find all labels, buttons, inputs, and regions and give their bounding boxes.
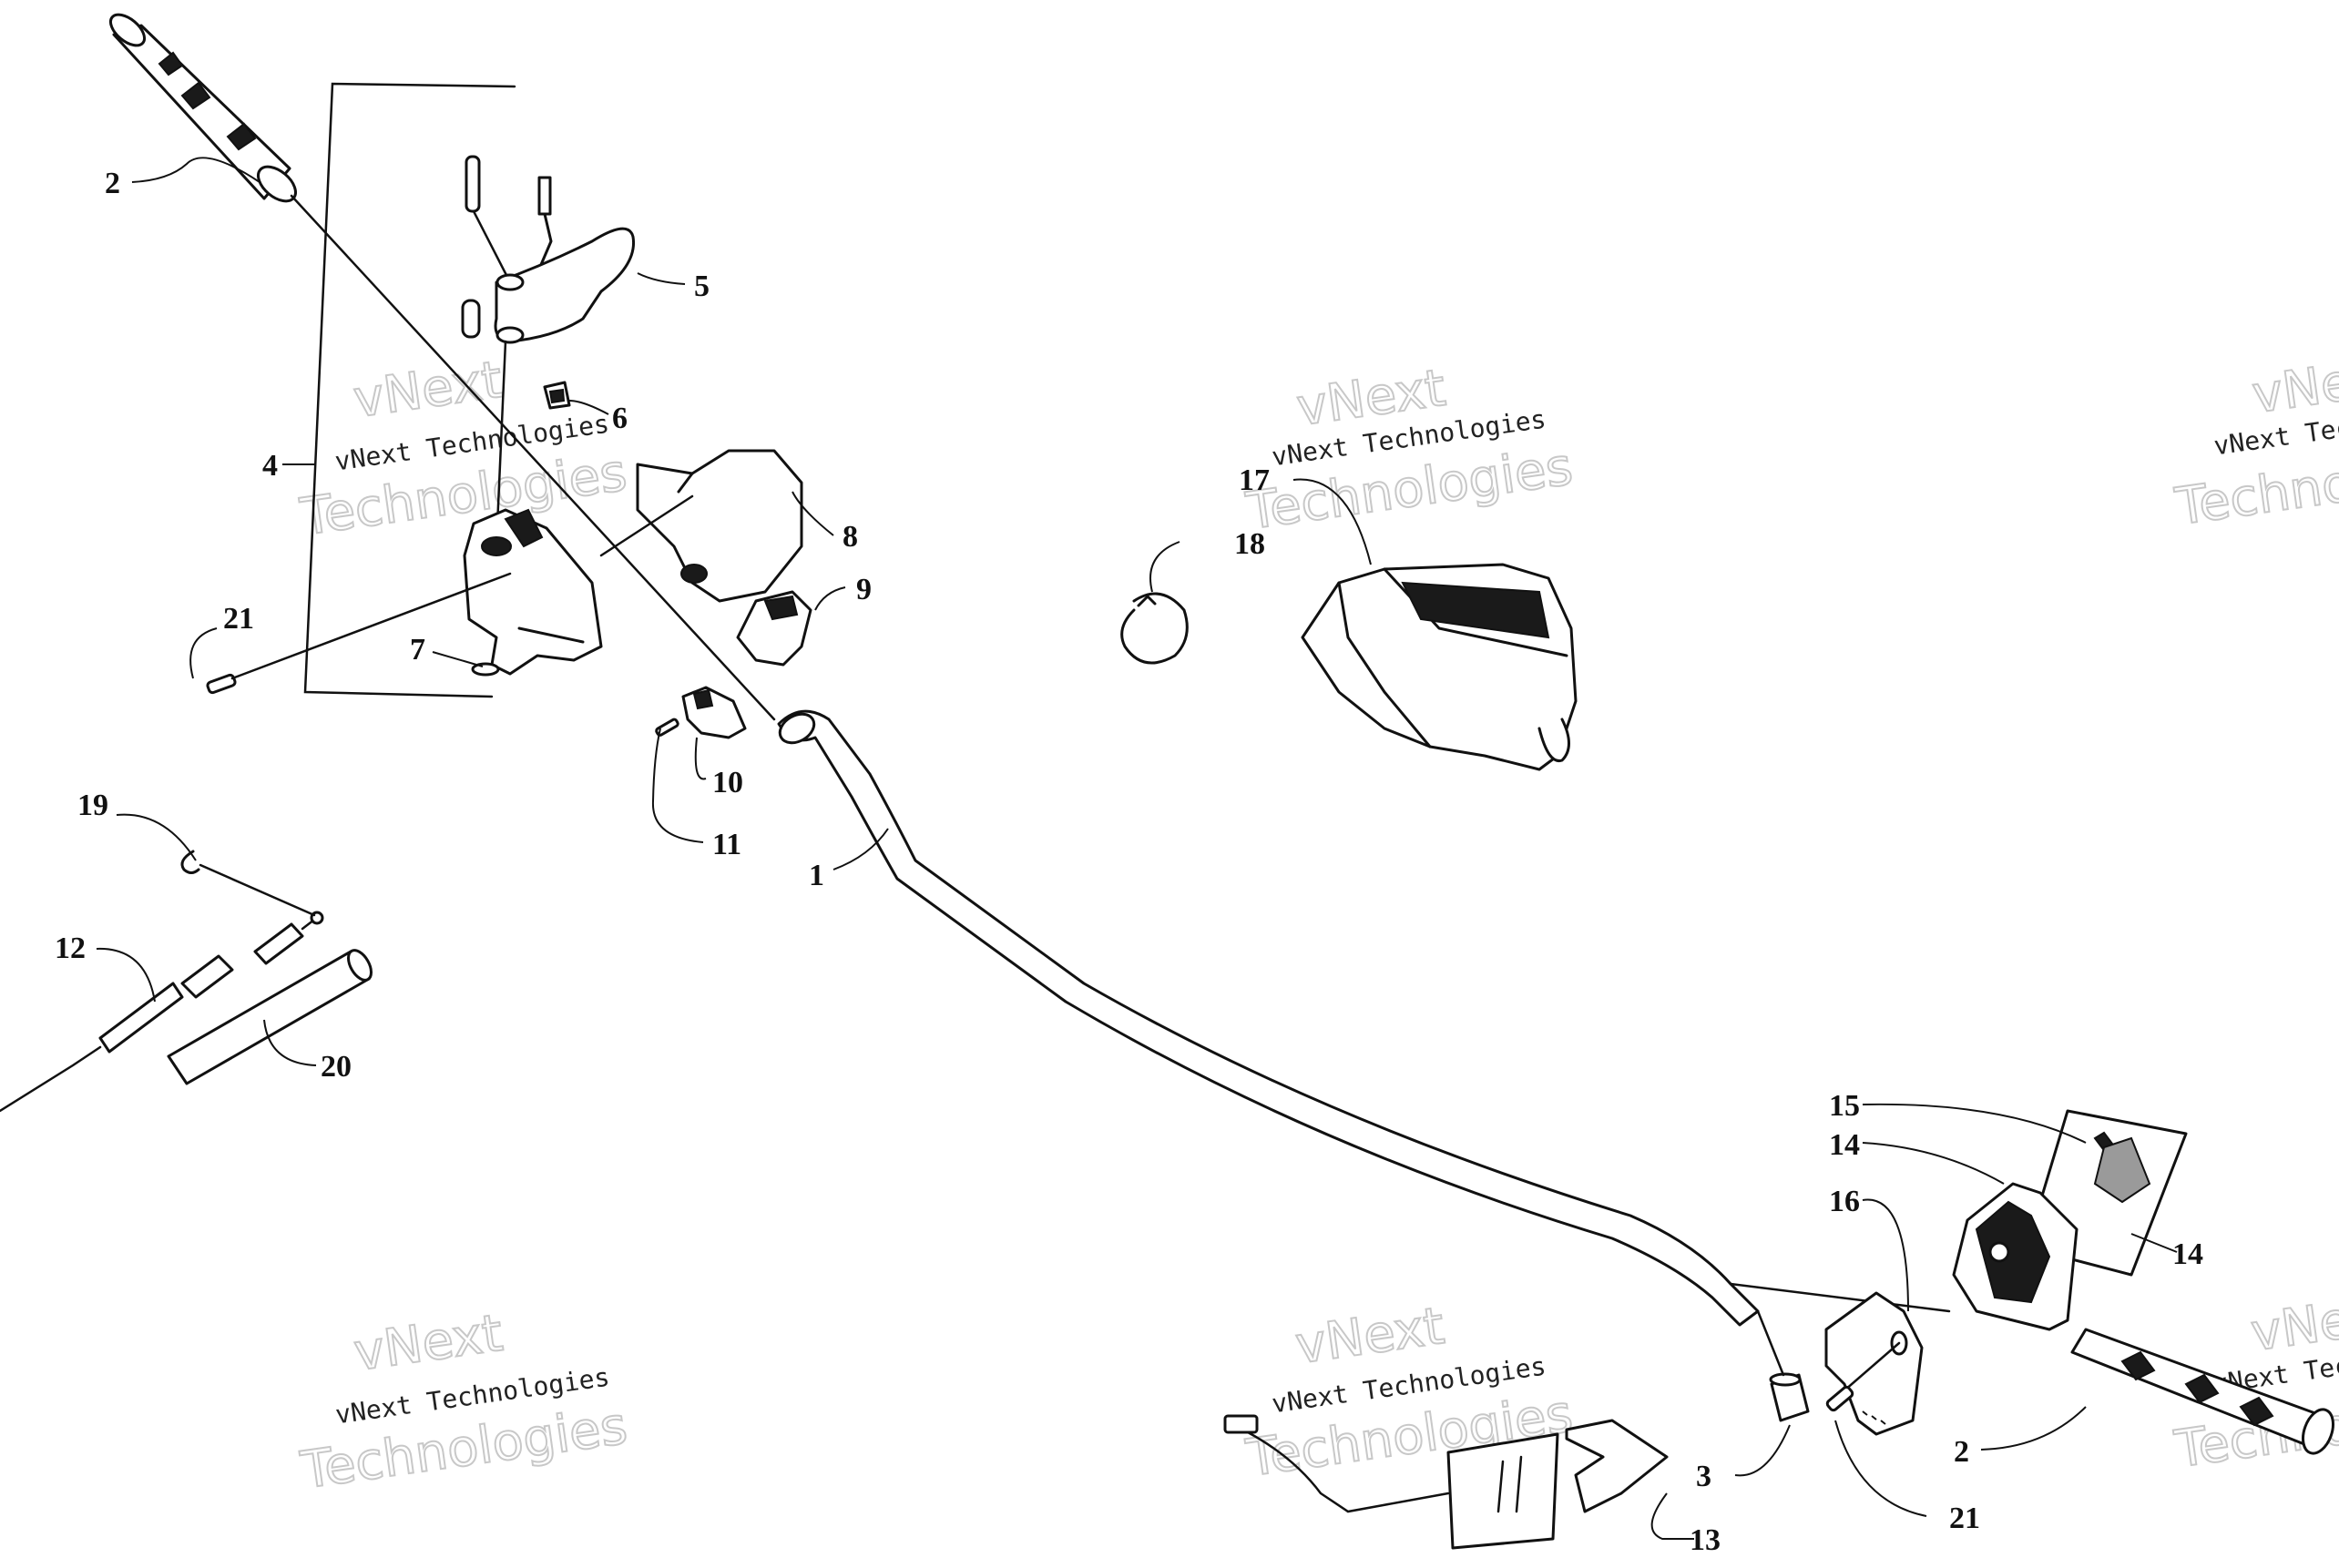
callout-14-top: 14 bbox=[1829, 1128, 1860, 1162]
callout-15: 15 bbox=[1829, 1089, 1860, 1123]
screw-11 bbox=[655, 718, 679, 737]
callout-18: 18 bbox=[1234, 527, 1265, 561]
heater-element bbox=[1223, 1414, 1669, 1550]
callout-4: 4 bbox=[262, 449, 278, 483]
snap-ring bbox=[180, 850, 200, 874]
reservoir-cover bbox=[599, 449, 803, 603]
axis-line-left bbox=[290, 194, 776, 721]
throttle-housing bbox=[1729, 1182, 2079, 1331]
svg-text:vNext: vNext bbox=[351, 1304, 506, 1383]
screw-right bbox=[1825, 1385, 1854, 1412]
assembly-bracket-4 bbox=[303, 82, 516, 698]
svg-text:vNext: vNext bbox=[350, 351, 506, 430]
callout-8: 8 bbox=[843, 520, 858, 554]
watermark-top-center: vNext vNext Technologies Technologies bbox=[1241, 358, 1577, 543]
callout-16: 16 bbox=[1829, 1185, 1860, 1218]
callout-20: 20 bbox=[321, 1050, 352, 1084]
callout-1: 1 bbox=[809, 859, 824, 892]
spring-clip bbox=[543, 381, 571, 410]
callout-13: 13 bbox=[1690, 1523, 1721, 1557]
clamp-9 bbox=[736, 590, 812, 667]
svg-text:vNext: vNext bbox=[2249, 346, 2339, 425]
heater-tube bbox=[167, 949, 373, 1085]
throttle-cable bbox=[0, 863, 324, 1113]
hand-guard bbox=[1301, 563, 1578, 771]
handlebar bbox=[777, 709, 1760, 1327]
callout-7: 7 bbox=[410, 633, 425, 667]
screw-left bbox=[206, 572, 512, 695]
callout-19: 19 bbox=[77, 789, 108, 822]
watermark-top-left: vNext vNext Technologies Technologies bbox=[296, 350, 631, 549]
clamp-ring bbox=[1120, 592, 1189, 665]
right-grip bbox=[2070, 1328, 2334, 1455]
leader-lines bbox=[96, 157, 2178, 1540]
callout-21-left: 21 bbox=[223, 602, 254, 636]
brake-lever bbox=[461, 155, 636, 548]
throttle-lever bbox=[1824, 1291, 1924, 1436]
watermark-bottom-left: vNext vNext Technologies Technologies bbox=[296, 1303, 631, 1502]
washer bbox=[471, 662, 500, 677]
end-cap bbox=[1756, 1309, 1810, 1422]
svg-text:vNext: vNext bbox=[2248, 1284, 2339, 1363]
callout-12: 12 bbox=[55, 932, 86, 965]
callout-labels: 2 5 6 4 8 9 21 7 10 11 1 19 12 20 17 18 … bbox=[55, 167, 2203, 1557]
watermark-top-right: vNext vNext Technologies Technologies bbox=[2170, 345, 2339, 538]
master-cylinder-housing bbox=[463, 508, 603, 676]
left-grip bbox=[108, 13, 297, 203]
callout-10: 10 bbox=[712, 766, 743, 799]
callout-21-right: 21 bbox=[1949, 1502, 1980, 1535]
callout-6: 6 bbox=[612, 402, 628, 435]
switch-bracket bbox=[681, 686, 747, 739]
callout-3: 3 bbox=[1696, 1460, 1711, 1493]
svg-text:vNext: vNext bbox=[1292, 1297, 1448, 1376]
callout-11: 11 bbox=[712, 828, 741, 861]
callout-17: 17 bbox=[1239, 463, 1270, 497]
callout-9: 9 bbox=[856, 573, 872, 606]
callout-2-left: 2 bbox=[105, 167, 120, 200]
callout-2-right: 2 bbox=[1954, 1435, 1969, 1469]
callout-14-right: 14 bbox=[2172, 1237, 2203, 1271]
callout-5: 5 bbox=[694, 270, 710, 303]
